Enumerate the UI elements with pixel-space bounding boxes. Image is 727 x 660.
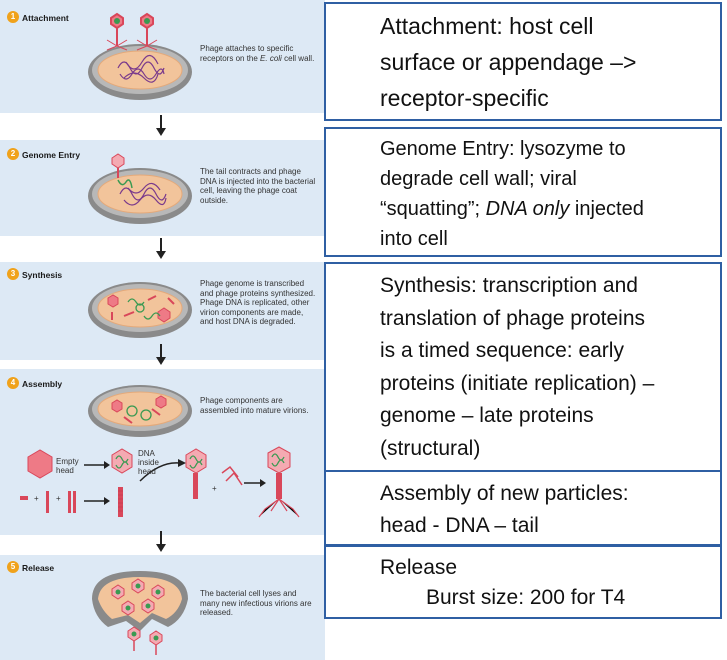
label-empty-head: Empty head <box>56 457 79 475</box>
note-line: head - DNA – tail <box>380 514 539 537</box>
note-text: “squatting”; <box>380 198 486 220</box>
note-line: Genome Entry: lysozyme to <box>380 138 626 160</box>
step-number: 5 <box>7 561 19 573</box>
down-arrow-icon <box>156 344 166 365</box>
note-line: translation of phage proteins <box>380 306 646 330</box>
step-number: 1 <box>7 11 19 23</box>
note-line: “squatting”; DNA only injected <box>380 194 644 224</box>
down-arrow-icon <box>156 531 166 552</box>
genome-entry-illustration <box>88 153 192 224</box>
note-line: Synthesis: transcription and <box>380 274 638 297</box>
desc-part: cell wall. <box>281 53 315 63</box>
down-arrow-icon <box>156 238 166 259</box>
note-line: Release <box>380 556 458 579</box>
step-description: Phage attaches to specific receptors on … <box>200 44 318 63</box>
label-dna-inside-head: DNA inside head <box>138 449 159 476</box>
step-number: 4 <box>7 377 19 389</box>
note-line: proteins (initiate replication) – <box>380 371 655 395</box>
note-release: Release Burst size: 200 for T4 <box>324 545 722 619</box>
panel-assembly: 4 Assembly + + <box>0 369 325 535</box>
attachment-illustration <box>88 12 192 100</box>
panel-attachment: 1 Attachment Phage attaches to specific … <box>0 0 325 113</box>
assembly-illustration: + + + <box>20 385 300 518</box>
step-title: Attachment <box>22 13 69 23</box>
panel-genome-entry: 2 Genome Entry The tail contracts and ph… <box>0 140 325 236</box>
svg-text:+: + <box>34 494 39 503</box>
note-line: degrade cell wall; viral <box>380 168 577 190</box>
note-line: into cell <box>380 228 448 250</box>
step-title: Release <box>22 563 55 573</box>
step-title: Genome Entry <box>22 150 81 160</box>
note-line: receptor-specific <box>380 85 549 111</box>
panel-synthesis: 3 Synthesis Phage genome is transcribed … <box>0 262 325 360</box>
synthesis-illustration <box>88 282 192 338</box>
note-line: Attachment: host cell <box>380 13 594 39</box>
step-description: Phage genome is transcribed and phage pr… <box>200 279 316 327</box>
note-line: Burst size: 200 for T4 <box>426 586 626 609</box>
step-number: 2 <box>7 148 19 160</box>
panel-release: 5 Release The bacterial cell lyses and m… <box>0 555 325 660</box>
svg-text:+: + <box>212 484 217 493</box>
step-number: 3 <box>7 268 19 280</box>
note-attachment: Attachment: host cell surface or appenda… <box>324 2 722 121</box>
note-line: surface or appendage –> <box>380 49 637 75</box>
desc-italic-organism: E. coli <box>260 53 282 63</box>
desc-part: Phage attaches to specific receptors on … <box>200 44 294 63</box>
step-description: Phage components are assembled into matu… <box>200 396 309 415</box>
release-illustration <box>92 571 188 655</box>
step-description: The tail contracts and phage DNA is inje… <box>200 167 316 205</box>
note-synthesis: Synthesis: transcription and translation… <box>324 262 722 472</box>
step-description: The bacterial cell lyses and many new in… <box>200 589 312 618</box>
note-line: (structural) <box>380 436 481 460</box>
note-text: injected <box>569 198 644 220</box>
note-genome-entry: Genome Entry: lysozyme to degrade cell w… <box>324 127 722 257</box>
note-assembly: Assembly of new particles: head - DNA – … <box>324 470 722 546</box>
empty-head-icon <box>27 449 53 479</box>
note-line: genome – late proteins <box>380 404 594 427</box>
note-line: Assembly of new particles: <box>380 482 629 505</box>
note-emphasis: DNA only <box>485 198 570 220</box>
down-arrow-icon <box>156 115 166 136</box>
svg-text:+: + <box>56 494 61 503</box>
step-title: Assembly <box>22 379 63 389</box>
step-title: Synthesis <box>22 270 63 280</box>
note-line: is a timed sequence: early <box>380 339 624 362</box>
